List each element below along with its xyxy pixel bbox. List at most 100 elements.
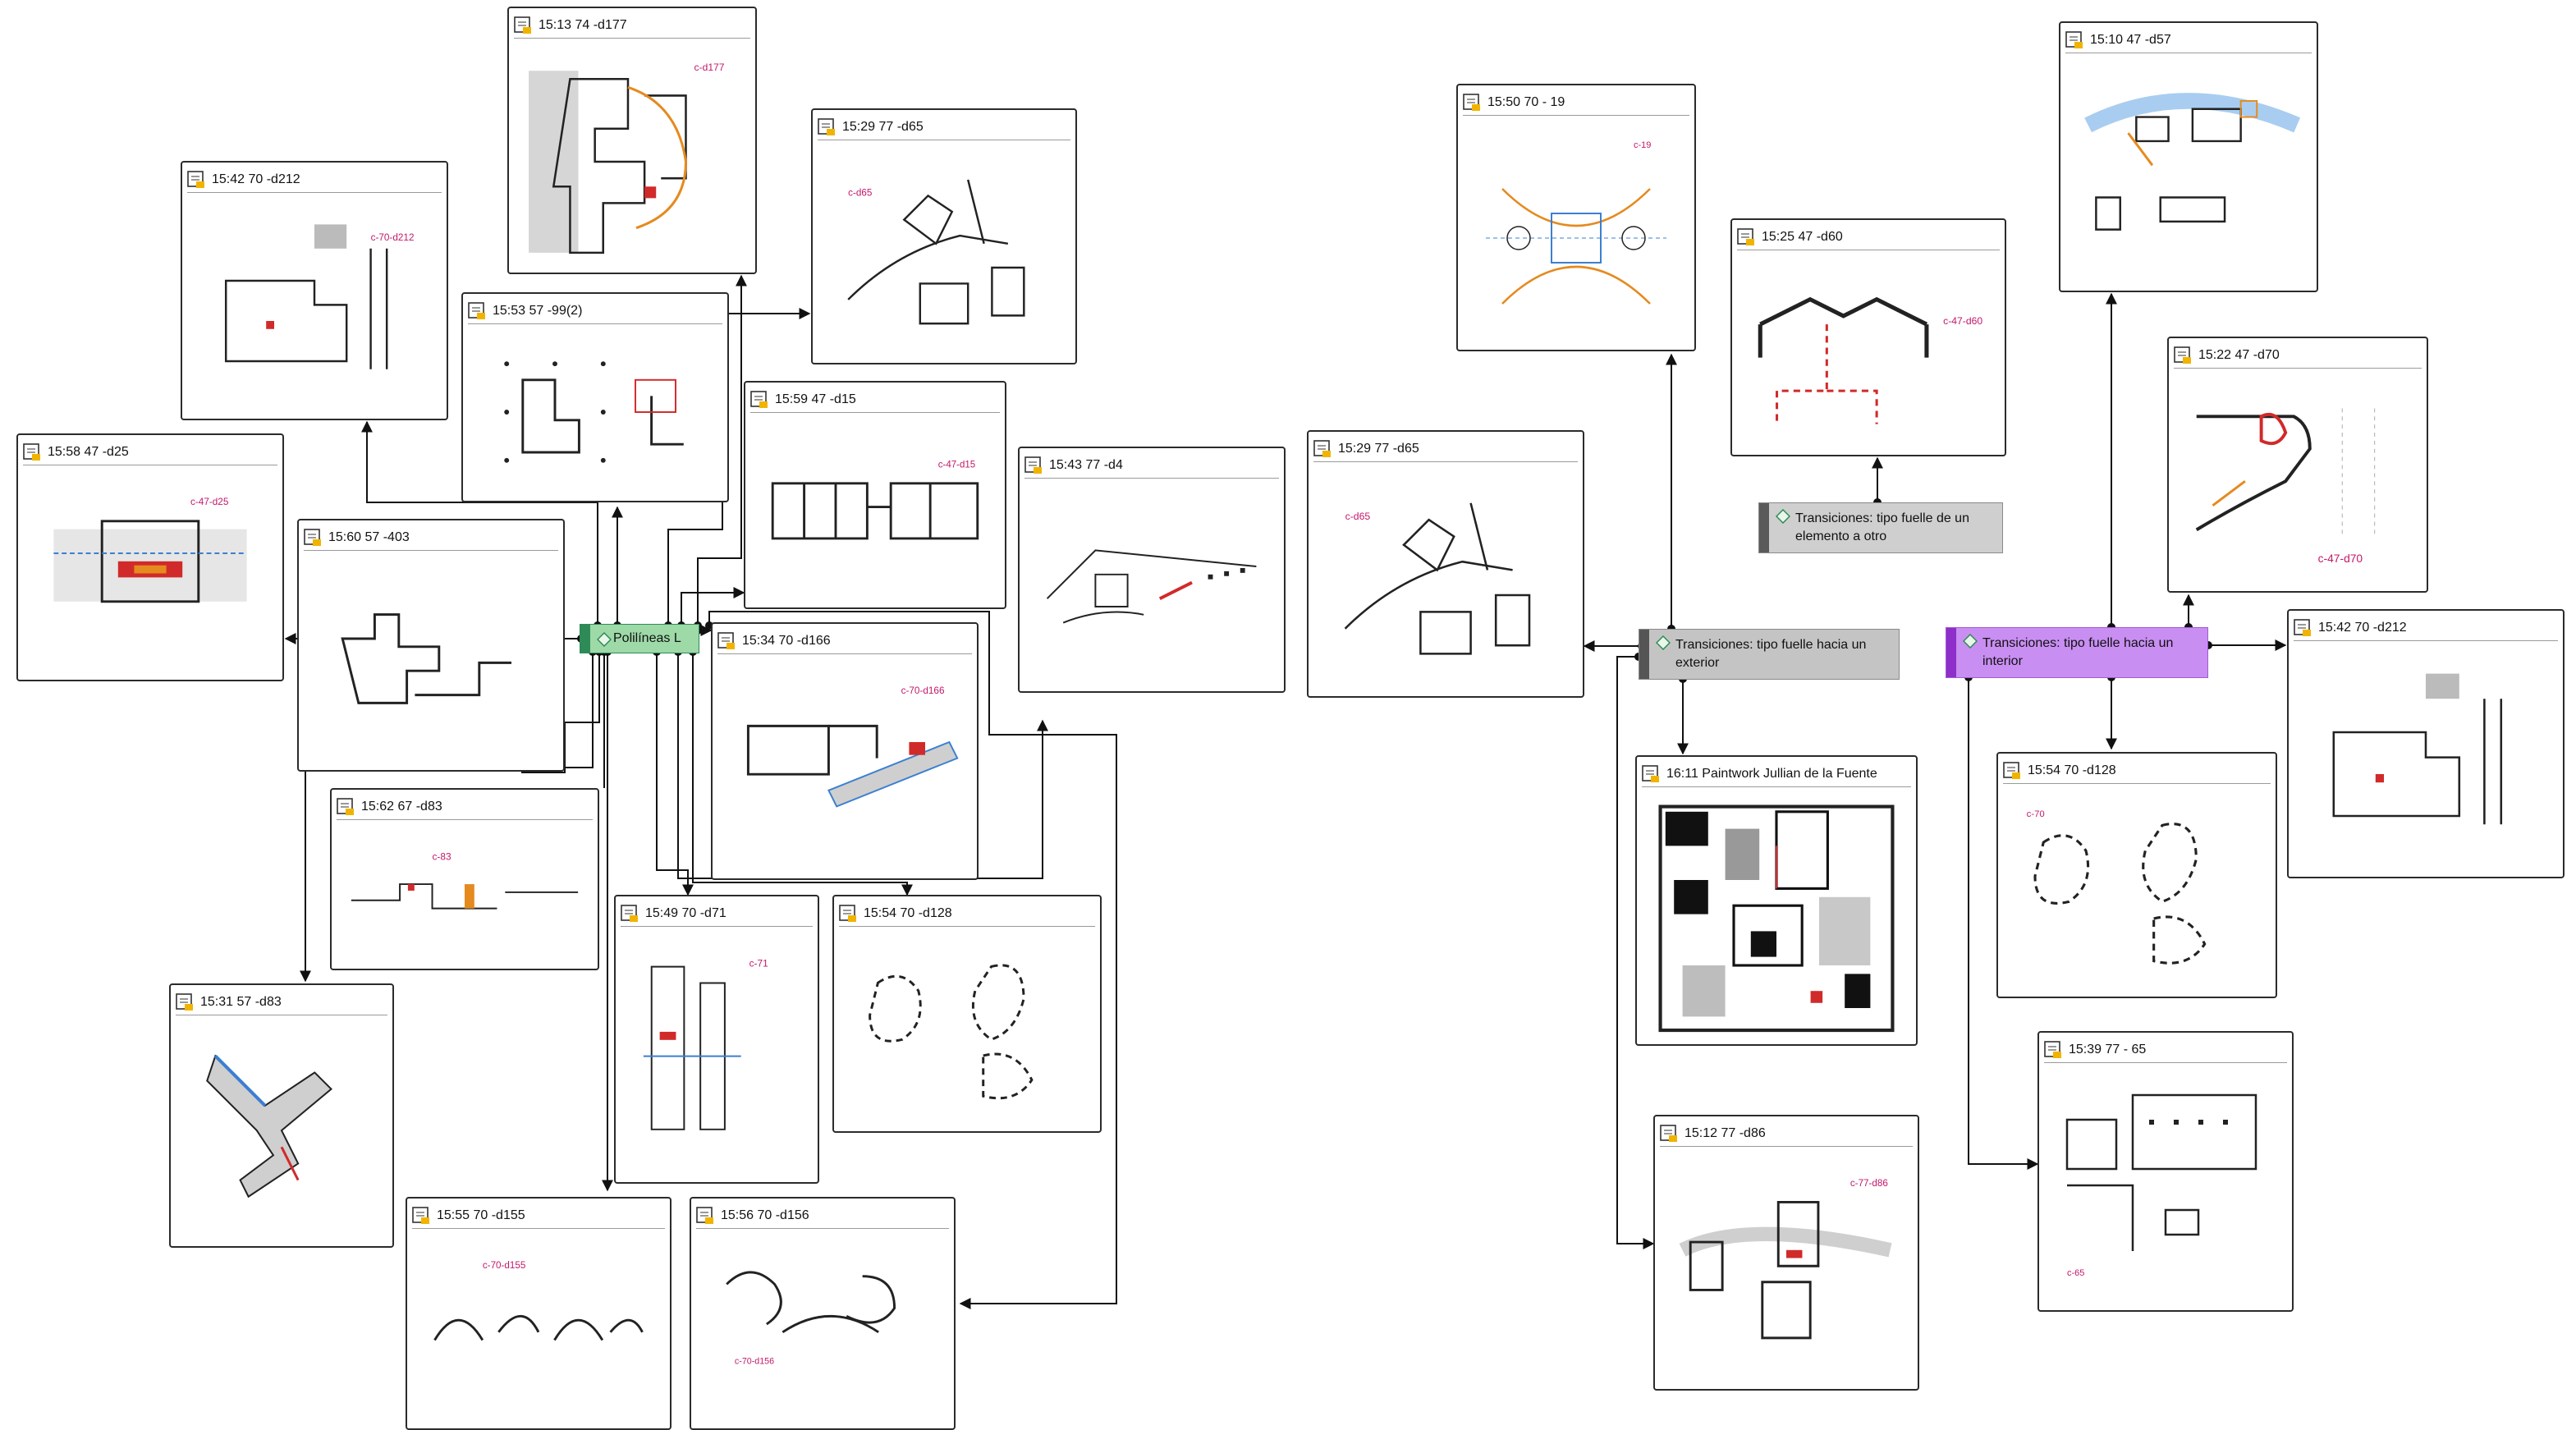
document-title: 15:53 57 -99(2) [493, 304, 583, 318]
sketch-thumbnail [1046, 549, 1257, 624]
document-icon [176, 993, 194, 1011]
document-card[interactable]: 15:29 77 -d65 c-d65 [1307, 430, 1584, 698]
document-card[interactable]: 15:60 57 -403 [297, 519, 565, 772]
svg-text:c-47-d15: c-47-d15 [938, 461, 975, 470]
document-title: 15:13 74 -d177 [539, 18, 627, 32]
code-node-fuelle-interior[interactable]: Transiciones: tipo fuelle hacia un inter… [1946, 627, 2208, 678]
document-title: 15:25 47 -d60 [1762, 230, 1843, 244]
document-title: 15:50 70 - 19 [1487, 95, 1565, 109]
sketch-thumbnail: c-70-d156 [726, 1271, 896, 1367]
document-card[interactable]: 15:43 77 -d4 [1018, 447, 1286, 693]
sketch-thumbnail: c-47-d70 [2195, 408, 2376, 565]
diamond-icon [597, 632, 612, 647]
document-icon [337, 798, 355, 816]
document-title: 16:11 Paintwork Jullian de la Fuente [1666, 767, 1877, 781]
document-icon [717, 632, 736, 650]
document-card[interactable]: 15:53 57 -99(2) [461, 292, 729, 502]
document-card[interactable]: 15:58 47 -d25 c-47-d25 [16, 433, 284, 681]
document-title: 15:42 70 -d212 [212, 172, 300, 186]
paintwork-thumbnail [1658, 804, 1895, 1033]
svg-text:c-65: c-65 [2067, 1268, 2084, 1278]
sketch-thumbnail: c-d177 [529, 62, 725, 254]
document-icon [2174, 346, 2192, 364]
document-title: 15:12 77 -d86 [1684, 1126, 1766, 1140]
document-card[interactable]: 15:29 77 -d65 c-d65 [811, 108, 1077, 364]
document-title: 15:54 70 -d128 [2028, 763, 2116, 777]
code-label: Transiciones: tipo fuelle hacia un exter… [1675, 638, 1867, 670]
sketch-thumbnail: c-47-d15 [771, 461, 979, 540]
sketch-thumbnail [206, 1054, 332, 1199]
document-card[interactable]: 15:56 70 -d156 c-70-d156 [690, 1197, 956, 1430]
sketch-thumbnail: c-d65 [847, 179, 1025, 325]
document-card[interactable]: 15:10 47 -d57 [2059, 21, 2318, 292]
document-card[interactable]: 15:39 77 - 65 c-65 [2037, 1031, 2294, 1312]
document-card[interactable]: 15:22 47 -d70 c-47-d70 [2167, 337, 2428, 593]
document-icon [1024, 456, 1043, 474]
sketch-thumbnail: c-19 [1486, 140, 1666, 305]
document-icon [2044, 1041, 2062, 1059]
document-icon [621, 905, 639, 923]
document-icon [2294, 619, 2312, 637]
diamond-icon [1776, 509, 1790, 524]
document-card[interactable]: 16:11 Paintwork Jullian de la Fuente [1635, 755, 1918, 1046]
document-icon [23, 443, 41, 461]
document-card[interactable]: 15:59 47 -d15 c-47-d15 [744, 381, 1006, 609]
svg-text:c-83: c-83 [433, 850, 451, 862]
svg-text:c-70-d212: c-70-d212 [371, 232, 415, 243]
document-icon [304, 529, 322, 547]
diamond-icon [1656, 635, 1671, 650]
svg-text:c-d65: c-d65 [1345, 511, 1371, 522]
code-node-polilineas[interactable]: Polilíneas L [580, 624, 699, 653]
document-title: 15:60 57 -403 [328, 530, 410, 544]
document-card[interactable]: 15:55 70 -d155 c-70-d155 [406, 1197, 672, 1430]
svg-text:c-47-d70: c-47-d70 [2318, 552, 2363, 565]
svg-text:c-77-d86: c-77-d86 [1850, 1178, 1888, 1189]
document-card[interactable]: 15:34 70 -d166 c-70-d166 [711, 622, 979, 880]
document-title: 15:43 77 -d4 [1049, 458, 1123, 472]
document-card[interactable]: 15:54 70 -d128 [832, 895, 1102, 1133]
document-card[interactable]: 15:12 77 -d86 c-77-d86 [1653, 1115, 1919, 1391]
document-icon [1660, 1125, 1678, 1143]
document-card[interactable]: 15:25 47 -d60 c-47-d60 [1730, 218, 2006, 456]
link-d15 [681, 587, 745, 626]
sketch-thumbnail: c-71 [643, 958, 768, 1130]
diamond-icon [1963, 634, 1978, 649]
sketch-thumbnail: c-d65 [1344, 502, 1531, 655]
sketch-thumbnail: c-47-d25 [53, 497, 247, 603]
document-title: 15:55 70 -d155 [437, 1208, 525, 1222]
document-card[interactable]: 15:49 70 -d71 c-71 [614, 895, 819, 1184]
document-title: 15:10 47 -d57 [2090, 33, 2171, 47]
document-title: 15:49 70 -d71 [645, 906, 727, 920]
document-card[interactable]: 15:50 70 - 19 c-19 [1456, 84, 1696, 351]
code-node-fuelle-elemento[interactable]: Transiciones: tipo fuelle de un elemento… [1758, 502, 2003, 553]
sketch-thumbnail: c-70-d155 [433, 1260, 644, 1341]
sketch-thumbnail [2084, 93, 2301, 231]
document-title: 15:42 70 -d212 [2318, 621, 2407, 635]
sketch-thumbnail: c-65 [2065, 1093, 2257, 1278]
sketch-thumbnail [2332, 673, 2503, 825]
document-title: 15:29 77 -d65 [1338, 442, 1419, 456]
document-icon [1642, 765, 1660, 783]
code-color-bar [1639, 630, 1649, 679]
document-title: 15:29 77 -d65 [842, 120, 924, 134]
document-title: 15:22 47 -d70 [2198, 348, 2280, 362]
document-card[interactable]: 15:42 70 -d212 c-70-d212 [181, 161, 448, 420]
sketch-thumbnail [869, 964, 1034, 1100]
document-title: 15:58 47 -d25 [48, 445, 129, 459]
document-card[interactable]: 15:54 70 -d128 c-70 [1996, 752, 2277, 998]
document-card[interactable]: 15:13 74 -d177 c-d177 [507, 7, 757, 274]
document-card[interactable]: 15:42 70 -d212 [2287, 609, 2565, 878]
document-card[interactable]: 15:62 67 -d83 c-83 [330, 788, 599, 970]
code-label: Polilíneas L [613, 631, 681, 645]
document-title: 15:59 47 -d15 [775, 392, 856, 406]
document-title: 15:39 77 - 65 [2069, 1043, 2147, 1056]
sketch-thumbnail [504, 361, 684, 463]
sketch-thumbnail: c-83 [351, 850, 579, 910]
sketch-thumbnail: c-70-d166 [746, 685, 959, 808]
link-d71 [656, 652, 694, 896]
document-card[interactable]: 15:31 57 -d83 [169, 983, 394, 1248]
document-icon [839, 905, 857, 923]
code-node-fuelle-exterior[interactable]: Transiciones: tipo fuelle hacia un exter… [1639, 629, 1900, 680]
code-color-bar [580, 625, 590, 653]
